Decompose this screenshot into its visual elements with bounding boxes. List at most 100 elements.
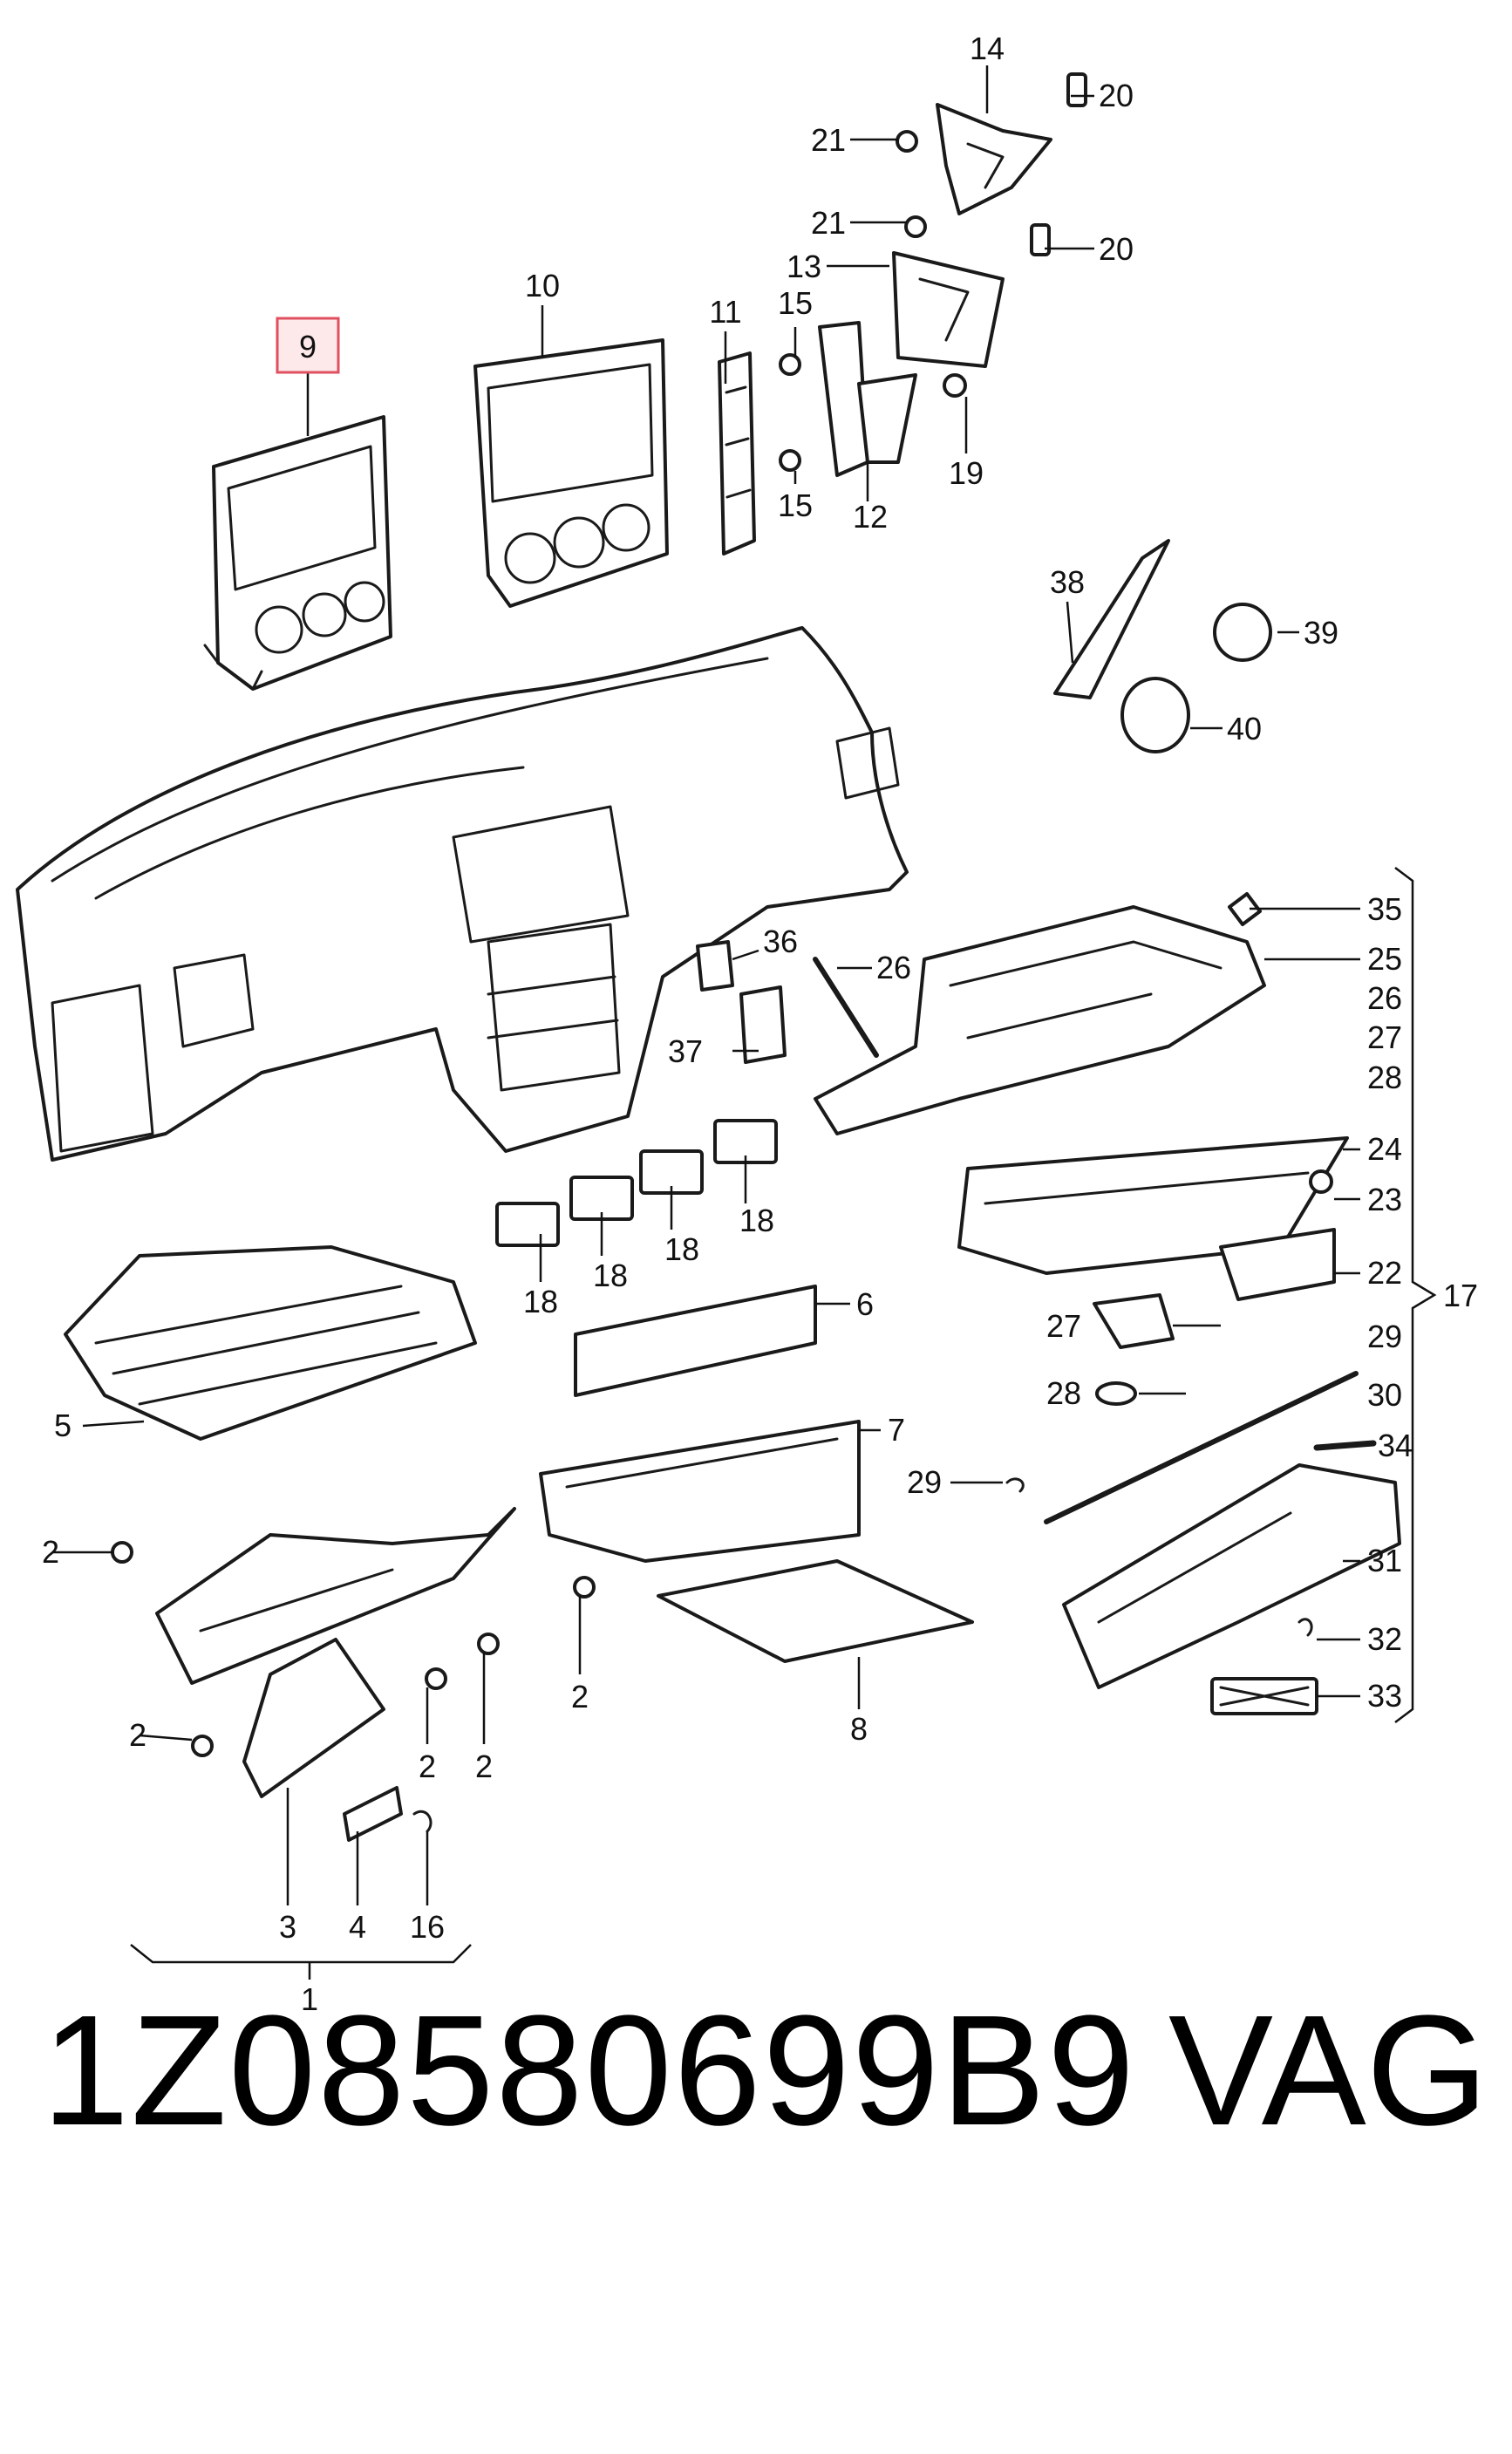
callout-29-right: 29 <box>1367 1319 1402 1354</box>
part-number-caption: 1Z08580699B9 <box>42 1983 1137 2158</box>
part-15-fasteners[interactable] <box>779 353 801 472</box>
part-13-bracket[interactable] <box>892 251 1005 368</box>
callout-22: 22 <box>1367 1255 1402 1291</box>
part-12-side-bracket[interactable] <box>818 321 917 477</box>
part-4-cover-strip[interactable] <box>343 1786 403 1842</box>
part-5-lower-support[interactable] <box>64 1245 477 1441</box>
callout-2d: 2 <box>475 1748 493 1784</box>
callout-35: 35 <box>1367 891 1402 927</box>
part-9-trim-frame[interactable] <box>203 415 392 691</box>
callout-14: 14 <box>970 31 1005 66</box>
callout-18d: 18 <box>739 1203 774 1238</box>
part-8-tray-mat[interactable] <box>657 1559 974 1663</box>
part-30-damper-rod[interactable] <box>1044 1371 1359 1524</box>
part-18-relays[interactable] <box>495 1119 778 1247</box>
part-22-latch[interactable] <box>1219 1228 1336 1301</box>
callout-18b: 18 <box>593 1258 628 1293</box>
callout-24: 24 <box>1367 1131 1402 1167</box>
callout-10: 10 <box>525 268 560 303</box>
callout-6: 6 <box>856 1286 874 1322</box>
part-19-screw[interactable] <box>943 373 967 398</box>
callout-1: 1 <box>301 1981 318 2017</box>
callout-21a: 21 <box>811 122 846 158</box>
part-24-glovebox-lid[interactable] <box>957 1136 1349 1275</box>
callout-27: 27 <box>1046 1308 1081 1344</box>
callout-20a: 20 <box>1099 78 1134 113</box>
brand-caption: VAG <box>1168 1983 1488 2158</box>
part-2-screws[interactable] <box>111 1541 596 1757</box>
callout-15b: 15 <box>778 487 813 523</box>
part-31-glovebox-door[interactable] <box>1062 1463 1401 1689</box>
callout-12: 12 <box>853 499 888 535</box>
part-11-trim-strip[interactable] <box>718 351 756 556</box>
part-33-catch[interactable] <box>1210 1677 1318 1715</box>
callout-37: 37 <box>668 1033 703 1069</box>
callout-26: 26 <box>876 950 911 985</box>
part-21-screws[interactable] <box>896 130 927 238</box>
callout-31: 31 <box>1367 1543 1402 1578</box>
callout-36: 36 <box>763 924 798 959</box>
part-10-trim-frame[interactable] <box>473 338 669 608</box>
callout-33: 33 <box>1367 1678 1402 1714</box>
callout-13: 13 <box>787 249 821 284</box>
leader-lines <box>52 65 1437 1980</box>
part-20-clips[interactable] <box>1030 72 1087 256</box>
part-28-o-ring[interactable] <box>1095 1381 1137 1406</box>
callout-40: 40 <box>1227 711 1262 746</box>
part-37-relay-holder[interactable] <box>739 985 787 1064</box>
part-32-clip[interactable] <box>1297 1618 1313 1637</box>
callout-18a: 18 <box>523 1284 558 1319</box>
callout-2a: 2 <box>42 1534 59 1570</box>
callout-17: 17 <box>1443 1278 1478 1313</box>
part-26-rod[interactable] <box>813 957 879 1058</box>
callout-4: 4 <box>349 1909 366 1945</box>
callout-8: 8 <box>850 1711 868 1747</box>
callout-26-right: 26 <box>1367 980 1402 1016</box>
part-40-vent-cover[interactable] <box>1120 677 1190 753</box>
part-23-screw[interactable] <box>1309 1169 1333 1194</box>
callout-34: 34 <box>1378 1428 1413 1463</box>
part-29-clip[interactable] <box>1005 1477 1025 1493</box>
part-27-bracket[interactable] <box>1093 1293 1175 1349</box>
callout-2b: 2 <box>129 1717 146 1753</box>
callout-18c: 18 <box>664 1231 699 1267</box>
callout-3: 3 <box>279 1909 296 1945</box>
callout-15a: 15 <box>778 285 813 321</box>
dashboard-body <box>16 626 909 1162</box>
callout-32: 32 <box>1367 1621 1402 1657</box>
part-36-holder[interactable] <box>696 940 734 992</box>
part-14-top-bracket[interactable] <box>936 103 1052 215</box>
part-34-screw[interactable] <box>1313 1440 1377 1451</box>
callout-28-right: 28 <box>1367 1060 1402 1095</box>
callout-28: 28 <box>1046 1375 1081 1411</box>
part-3-knee-cover[interactable] <box>242 1638 385 1798</box>
callout-39: 39 <box>1304 615 1338 651</box>
callout-11: 11 <box>709 294 741 330</box>
callout-9[interactable]: 9 <box>276 317 340 374</box>
callout-29: 29 <box>907 1464 942 1500</box>
callout-23: 23 <box>1367 1182 1402 1217</box>
callout-labels: 10 11 12 13 14 20 20 21 21 15 15 19 38 3… <box>42 31 1478 2017</box>
callout-2c: 2 <box>419 1748 436 1784</box>
part-38-air-duct[interactable] <box>1053 539 1170 699</box>
callout-7: 7 <box>888 1412 905 1448</box>
callout-5: 5 <box>54 1408 72 1443</box>
svg-text:9: 9 <box>299 329 317 365</box>
callout-16: 16 <box>410 1909 445 1945</box>
callout-19: 19 <box>949 455 984 491</box>
part-6-tray-cover[interactable] <box>574 1285 817 1397</box>
callout-27-right: 27 <box>1367 1019 1402 1055</box>
part-1-lower-bracket[interactable] <box>155 1507 516 1685</box>
callout-30: 30 <box>1367 1377 1402 1413</box>
callout-20b: 20 <box>1099 231 1134 267</box>
part-35-clip[interactable] <box>1228 892 1262 926</box>
callout-25: 25 <box>1367 941 1402 977</box>
callout-21b: 21 <box>811 205 846 241</box>
callout-38: 38 <box>1050 564 1085 600</box>
callout-2e: 2 <box>571 1679 589 1714</box>
part-7-storage-tray[interactable] <box>539 1420 861 1563</box>
part-39-vent[interactable] <box>1213 603 1272 662</box>
part-16-clip[interactable] <box>412 1810 432 1833</box>
part-25-glovebox-housing[interactable] <box>814 905 1266 1135</box>
